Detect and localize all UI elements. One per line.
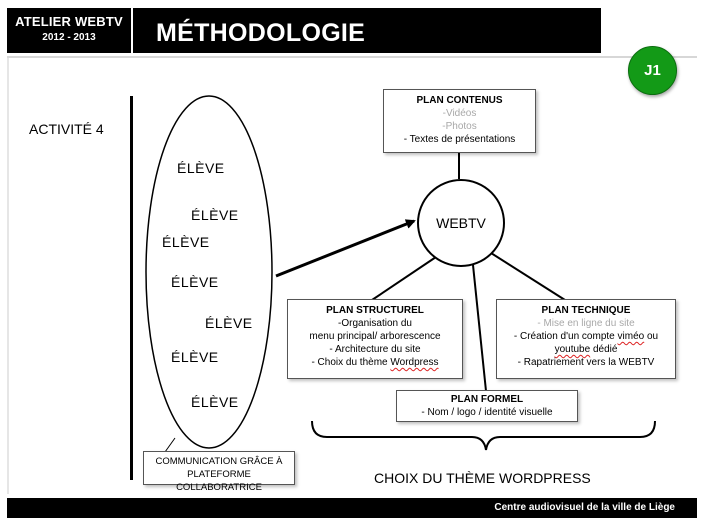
plan-technique-text: - Création d'un compte (513, 331, 618, 342)
communication-line: PLATEFORME COLLABORATRICE (176, 469, 262, 493)
student-label: ÉLÈVE (191, 394, 239, 410)
plan-technique-text: dédié (590, 344, 618, 355)
student-label: ÉLÈVE (177, 160, 225, 176)
webtv-node: WEBTV (417, 179, 505, 267)
plan-structurel-text: - Choix du thème (311, 357, 391, 368)
plan-technique-text: ou (644, 331, 659, 342)
plan-technique-item: youtube dédié (497, 343, 675, 356)
plan-structurel-item: -Organisation du (338, 318, 412, 329)
students-ellipse (145, 95, 273, 449)
footer-bar: Centre audiovisuel de la ville de Liège (7, 498, 697, 518)
plan-structurel-box: PLAN STRUCTUREL -Organisation du menu pr… (287, 299, 463, 379)
plan-structurel-item: menu principal/ arborescence (309, 331, 441, 342)
plan-contenus-item: -Vidéos (442, 108, 477, 119)
student-label: ÉLÈVE (162, 234, 210, 250)
connector-communication (164, 437, 176, 453)
communication-line: COMMUNICATION GRÂCE À (155, 456, 283, 467)
header-workshop-block: ATELIER WEBTV 2012 - 2013 (7, 8, 131, 53)
webtv-label: WEBTV (436, 215, 486, 231)
plan-contenus-title: PLAN CONTENUS (416, 95, 503, 106)
brace (311, 420, 656, 451)
plan-contenus-item: -Photos (442, 121, 477, 132)
student-label: ÉLÈVE (191, 207, 239, 223)
plan-structurel-item: - Choix du thème Wordpress (288, 356, 462, 369)
header-title-bar (133, 8, 601, 53)
plan-formel-item: - Nom / logo / identité visuelle (421, 407, 553, 418)
divider-left (7, 58, 9, 494)
arrow-students-to-webtv (275, 219, 416, 278)
plan-contenus-item: - Textes de présentations (403, 134, 516, 145)
spellcheck-word: viméo (617, 331, 645, 342)
communication-box: COMMUNICATION GRÂCE À PLATEFORME COLLABO… (143, 451, 295, 493)
plan-structurel-item: - Architecture du site (329, 344, 421, 355)
activity-label: ACTIVITÉ 4 (29, 121, 104, 137)
workshop-years: 2012 - 2013 (42, 32, 96, 43)
footer-credit: Centre audiovisuel de la ville de Liège (494, 502, 675, 513)
student-label: ÉLÈVE (171, 274, 219, 290)
plan-technique-box: PLAN TECHNIQUE - Mise en ligne du site -… (496, 299, 676, 379)
plan-formel-title: PLAN FORMEL (450, 394, 524, 405)
theme-choice-label: CHOIX DU THÈME WORDPRESS (374, 470, 591, 486)
day-badge: J1 (628, 46, 677, 95)
plan-technique-item: - Rapatriement vers la WEBTV (517, 357, 655, 368)
plan-technique-item: - Création d'un compte viméo ou (497, 330, 675, 343)
plan-structurel-title: PLAN STRUCTUREL (326, 305, 424, 316)
plan-contenus-box: PLAN CONTENUS -Vidéos -Photos - Textes d… (383, 89, 536, 153)
connector-technique (490, 252, 566, 301)
workshop-title: ATELIER WEBTV (15, 14, 123, 29)
header-separator (131, 8, 133, 53)
student-label: ÉLÈVE (171, 349, 219, 365)
divider-top (7, 56, 697, 58)
plan-technique-item: - Mise en ligne du site (537, 318, 635, 329)
connector-formel (472, 264, 487, 392)
page-title: MÉTHODOLOGIE (156, 19, 366, 47)
plan-formel-box: PLAN FORMEL - Nom / logo / identité visu… (396, 390, 578, 422)
plan-technique-title: PLAN TECHNIQUE (541, 305, 631, 316)
vertical-rule (130, 96, 133, 480)
student-label: ÉLÈVE (205, 315, 253, 331)
connector-structurel (371, 256, 437, 301)
spellcheck-word: Wordpress (390, 357, 439, 368)
spellcheck-word: youtube (554, 344, 591, 355)
